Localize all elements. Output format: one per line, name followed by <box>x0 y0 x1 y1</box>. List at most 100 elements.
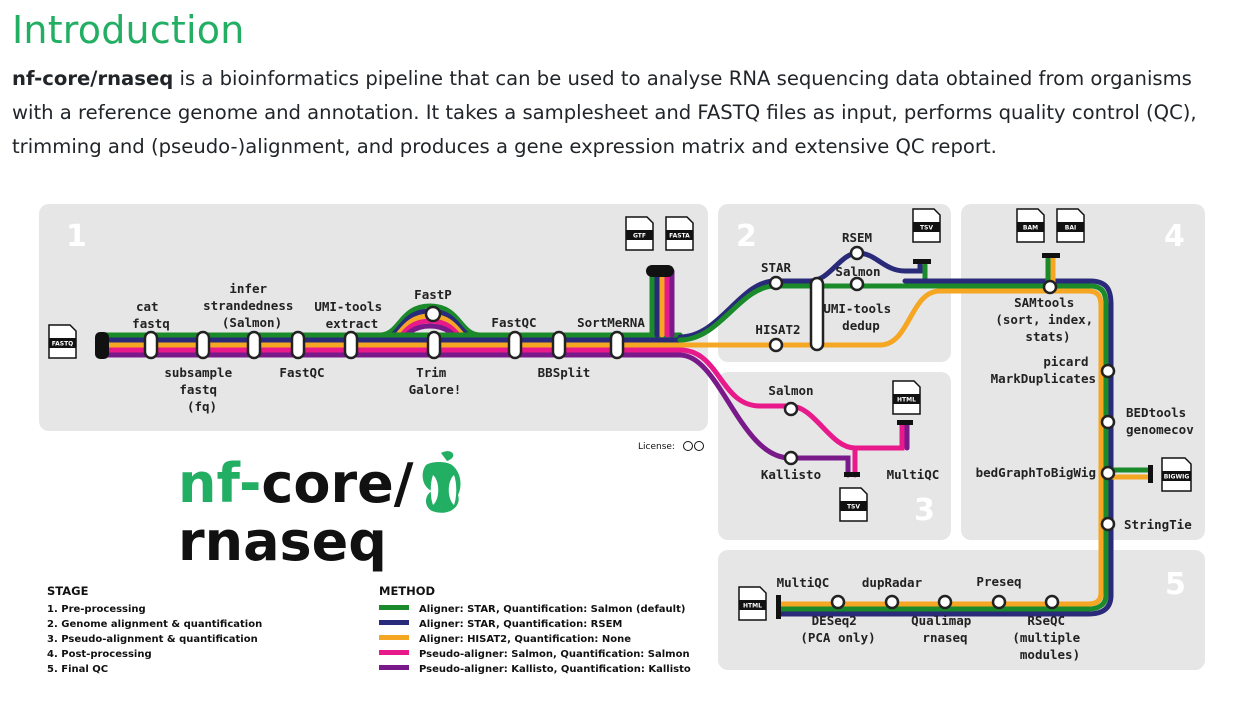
license-note: License: <box>638 441 704 452</box>
label-deseq2: DESeq2 (PCA only) <box>800 613 875 645</box>
tsv-align-file-icon[interactable]: TSV <box>912 208 941 243</box>
station-subsample[interactable] <box>195 330 211 360</box>
label-infer-strandedness: infer strandedness (Salmon) <box>203 281 301 330</box>
label-bedtools: BEDtools genomecov <box>1126 405 1194 437</box>
bam-file-icon[interactable]: BAM <box>1016 208 1045 243</box>
stations <box>143 245 1116 610</box>
html-pseudo-terminus <box>897 420 913 425</box>
label-multiqc-final: MultiQC <box>777 575 830 590</box>
station-infer-strandedness[interactable] <box>246 330 262 360</box>
station-stringtie[interactable] <box>1100 516 1116 532</box>
label-salmon-align: Salmon <box>835 264 880 279</box>
station-fastp[interactable] <box>424 305 442 323</box>
station-bedtools[interactable] <box>1100 414 1116 430</box>
tsv-pseudo-file-icon[interactable]: TSV <box>839 487 868 522</box>
stage-number-5: 5 <box>1165 567 1186 602</box>
station-labels: cat fastq infer strandedness (Salmon) UM… <box>132 230 1194 662</box>
stage-number-2: 2 <box>736 219 757 254</box>
station-umi-extract[interactable] <box>343 330 359 360</box>
html-pseudo-file-icon[interactable]: HTML <box>892 380 921 415</box>
method-swatch <box>379 650 409 655</box>
gtf-file-icon[interactable]: GTF <box>625 216 654 251</box>
method-legend-item: Pseudo-aligner: Salmon, Quantification: … <box>419 649 690 660</box>
label-umi-extract: UMI-tools extract <box>314 299 389 331</box>
tsv-pseudo-file-label: TSV <box>847 504 860 511</box>
station-qualimap[interactable] <box>937 594 953 610</box>
stage-legend-item: 2. Genome alignment & quantification <box>47 619 262 630</box>
station-kallisto[interactable] <box>783 450 799 466</box>
station-bedgraph[interactable] <box>1100 465 1116 481</box>
file-icons: FASTQ GTF FASTA TSV BAM BAI <box>48 208 1192 621</box>
method-legend-item: Pseudo-aligner: Kallisto, Quantification… <box>419 664 691 675</box>
sortmerna-terminus <box>646 265 674 277</box>
label-rseqc: RSeQC (multiple modules) <box>1012 613 1087 662</box>
bigwig-file-icon[interactable]: BIGWIG <box>1161 457 1192 492</box>
fastq-file-icon[interactable]: FASTQ <box>48 324 77 359</box>
fastq-file-label: FASTQ <box>52 341 74 348</box>
station-picard[interactable] <box>1100 363 1116 379</box>
method-legend-item: Aligner: STAR, Quantification: RSEM <box>419 619 622 630</box>
html-pseudo-file-label: HTML <box>897 397 916 404</box>
fasta-file-icon[interactable]: FASTA <box>665 216 694 251</box>
tsv-pseudo-terminus <box>844 472 860 477</box>
by-icon <box>694 441 704 451</box>
label-umi-dedup: UMI-tools dedup <box>823 301 898 333</box>
method-swatch <box>379 635 409 640</box>
stage-number-3: 3 <box>914 493 935 528</box>
station-salmon-pseudo[interactable] <box>783 401 799 417</box>
station-deseq2[interactable] <box>830 594 846 610</box>
label-qualimap: Qualimap rnaseq <box>911 613 979 645</box>
stage-legend-title: STAGE <box>47 584 89 598</box>
station-star[interactable] <box>768 275 784 291</box>
html-final-file-icon[interactable]: HTML <box>738 586 767 621</box>
bigwig-file-label: BIGWIG <box>1164 474 1190 481</box>
label-bbsplit: BBSplit <box>538 365 591 380</box>
station-rsem[interactable] <box>849 245 865 261</box>
label-fastp: FastP <box>414 287 452 302</box>
pipeline-name[interactable]: nf-core/rnaseq <box>12 67 174 90</box>
stage-numbers: 1 2 3 4 5 <box>66 219 1186 602</box>
stage-1-panel <box>39 204 708 431</box>
label-dupradar: dupRadar <box>862 575 923 590</box>
bai-file-label: BAI <box>1065 225 1076 232</box>
label-fastqc-bottom: FastQC <box>279 365 324 380</box>
label-trim-galore: Trim Galore! <box>409 365 462 397</box>
intro-text: is a bioinformatics pipeline that can be… <box>12 67 1197 158</box>
stage-panels <box>39 204 1205 670</box>
station-salmon-align[interactable] <box>849 276 865 292</box>
station-samtools[interactable] <box>1042 279 1058 295</box>
method-legend-item: Aligner: STAR, Quantification: Salmon (d… <box>419 604 685 615</box>
station-cat-fastq[interactable] <box>143 330 159 360</box>
label-stringtie: StringTie <box>1124 517 1192 532</box>
label-fastqc-top: FastQC <box>491 315 536 330</box>
station-fastqc-top[interactable] <box>507 330 523 360</box>
station-fastqc-bottom[interactable] <box>290 330 306 360</box>
start-terminus <box>95 332 109 359</box>
station-sortmerna[interactable] <box>609 330 625 360</box>
page-heading: Introduction <box>12 8 245 52</box>
intro-paragraph: nf-core/rnaseq is a bioinformatics pipel… <box>12 62 1234 164</box>
station-rseqc[interactable] <box>1044 594 1060 610</box>
cc-icon <box>683 441 693 451</box>
station-dupradar[interactable] <box>884 594 900 610</box>
logo-line-1: nf-core/ <box>178 452 414 515</box>
station-bbsplit[interactable] <box>551 330 567 360</box>
station-preseq[interactable] <box>991 594 1007 610</box>
stage-legend-item: 1. Pre-processing <box>47 604 146 615</box>
station-umi-dedup[interactable] <box>809 276 825 352</box>
apple-core-icon <box>422 451 461 513</box>
label-sortmerna: SortMeRNA <box>577 315 645 330</box>
stage-2-panel <box>718 204 951 362</box>
stage-legend-item: 5. Final QC <box>47 664 108 675</box>
stage-number-1: 1 <box>66 219 87 254</box>
label-subsample: subsample fastq (fq) <box>164 365 239 414</box>
stage-legend-item: 4. Post-processing <box>47 649 152 660</box>
label-picard: picard MarkDuplicates <box>991 354 1096 386</box>
fasta-file-label: FASTA <box>669 233 690 240</box>
method-swatch <box>379 665 409 670</box>
license-text: License: <box>638 442 675 452</box>
bai-file-icon[interactable]: BAI <box>1056 208 1085 243</box>
station-hisat2[interactable] <box>768 337 784 353</box>
station-trim-galore[interactable] <box>426 330 442 360</box>
multiqc-terminus <box>776 595 781 619</box>
